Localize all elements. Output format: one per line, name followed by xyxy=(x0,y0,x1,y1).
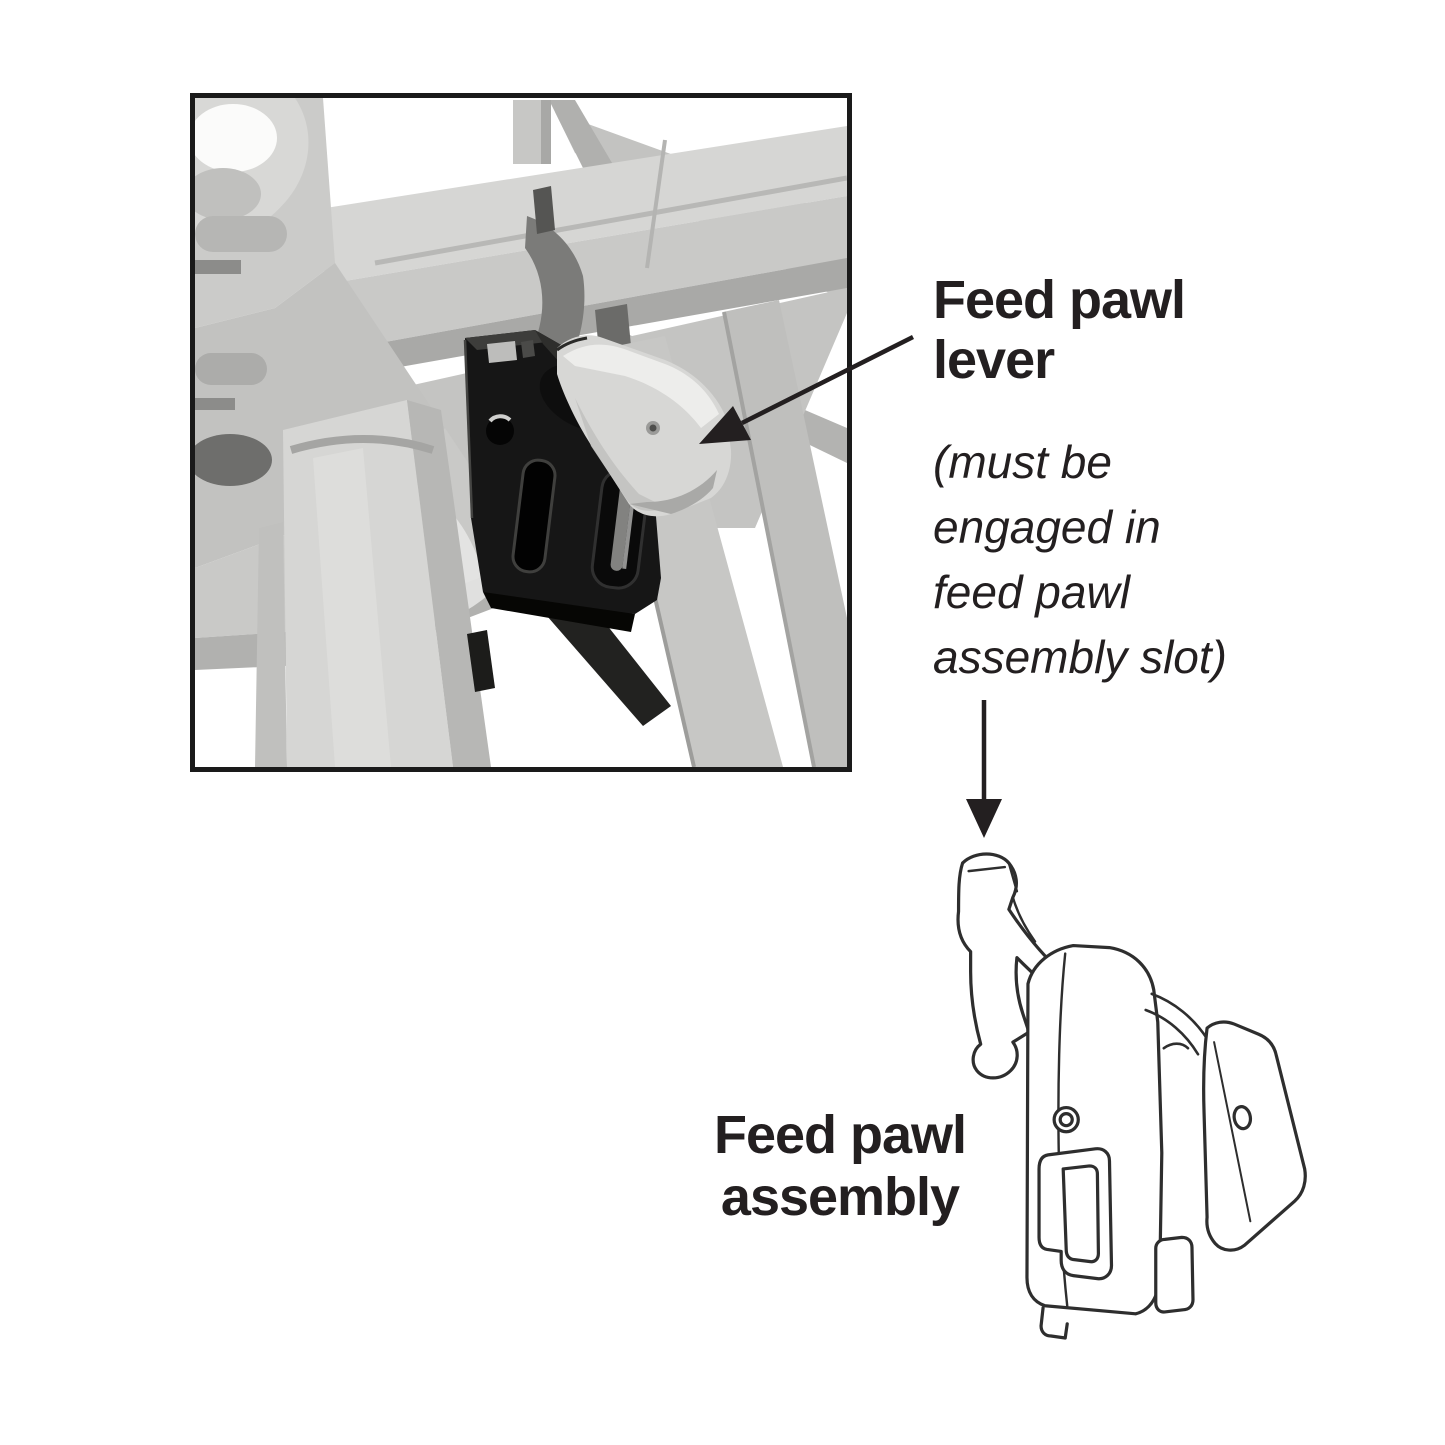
lever-note: (must be engaged in feed pawl assembly s… xyxy=(933,436,1227,683)
plate-hole xyxy=(1232,1105,1253,1131)
vertical-post xyxy=(255,400,491,767)
inset-photo-frame xyxy=(190,93,852,772)
feed-pawl-assembly-drawing xyxy=(956,852,1307,1340)
rail-cutout xyxy=(525,186,631,366)
lever-label: Feed pawl lever xyxy=(933,270,1186,390)
assembly-pointer-arrow xyxy=(966,700,1002,838)
side-window xyxy=(1154,1235,1195,1314)
inset-photo-illustration xyxy=(195,98,847,767)
feed-pawl-lever-photo xyxy=(539,335,732,517)
assembly-arrowhead-icon xyxy=(966,799,1002,838)
assembly-label: Feed pawl assembly xyxy=(713,1105,967,1227)
pawl-plate-outline xyxy=(1202,1020,1307,1252)
